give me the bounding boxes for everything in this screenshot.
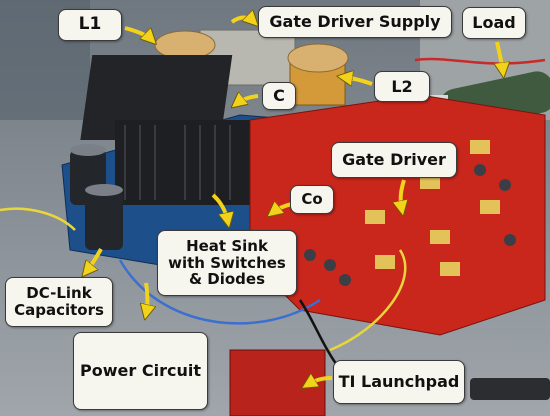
label-c: C [262, 82, 296, 110]
l1-inductor [154, 30, 216, 60]
label-gate-driver-supply: Gate Driver Supply [258, 6, 452, 38]
label-heat-sink-line2: with Switches [168, 253, 286, 272]
label-l1: L1 [58, 9, 122, 41]
label-dc-link-capacitors: DC-Link Capacitors [5, 277, 113, 327]
label-co-text: Co [301, 190, 323, 209]
label-heat-sink-line1: Heat Sink [186, 236, 268, 255]
label-gate-driver-supply-text: Gate Driver Supply [269, 12, 441, 32]
label-l1-text: L1 [78, 14, 102, 35]
label-heat-sink-line3: & Diodes [188, 270, 266, 289]
label-load-text: Load [472, 13, 516, 33]
label-gate-driver-text: Gate Driver [342, 150, 446, 170]
gate-driver-board [249, 94, 546, 336]
annotation-arrows [86, 18, 503, 386]
label-dc-link-line1: DC-Link [26, 284, 92, 303]
usb-cable [470, 378, 550, 400]
l2-inductor [287, 43, 349, 106]
label-c-text: C [273, 86, 285, 106]
label-ti-launchpad: TI Launchpad [333, 360, 465, 404]
dc-link-capacitors [70, 144, 123, 250]
label-ti-launchpad-text: TI Launchpad [338, 372, 460, 392]
label-dc-link-line2: Capacitors [14, 301, 104, 319]
label-l2-text: L2 [391, 76, 413, 96]
label-l2: L2 [374, 71, 430, 102]
label-power-circuit: Power Circuit [73, 332, 208, 410]
label-heat-sink: Heat Sink with Switches & Diodes [157, 230, 297, 296]
label-gate-driver: Gate Driver [331, 142, 457, 178]
heat-sink [80, 55, 255, 205]
label-load: Load [462, 7, 526, 39]
label-co: Co [290, 185, 334, 214]
label-power-circuit-text: Power Circuit [80, 361, 201, 381]
gate-driver-capacitors [304, 164, 516, 286]
